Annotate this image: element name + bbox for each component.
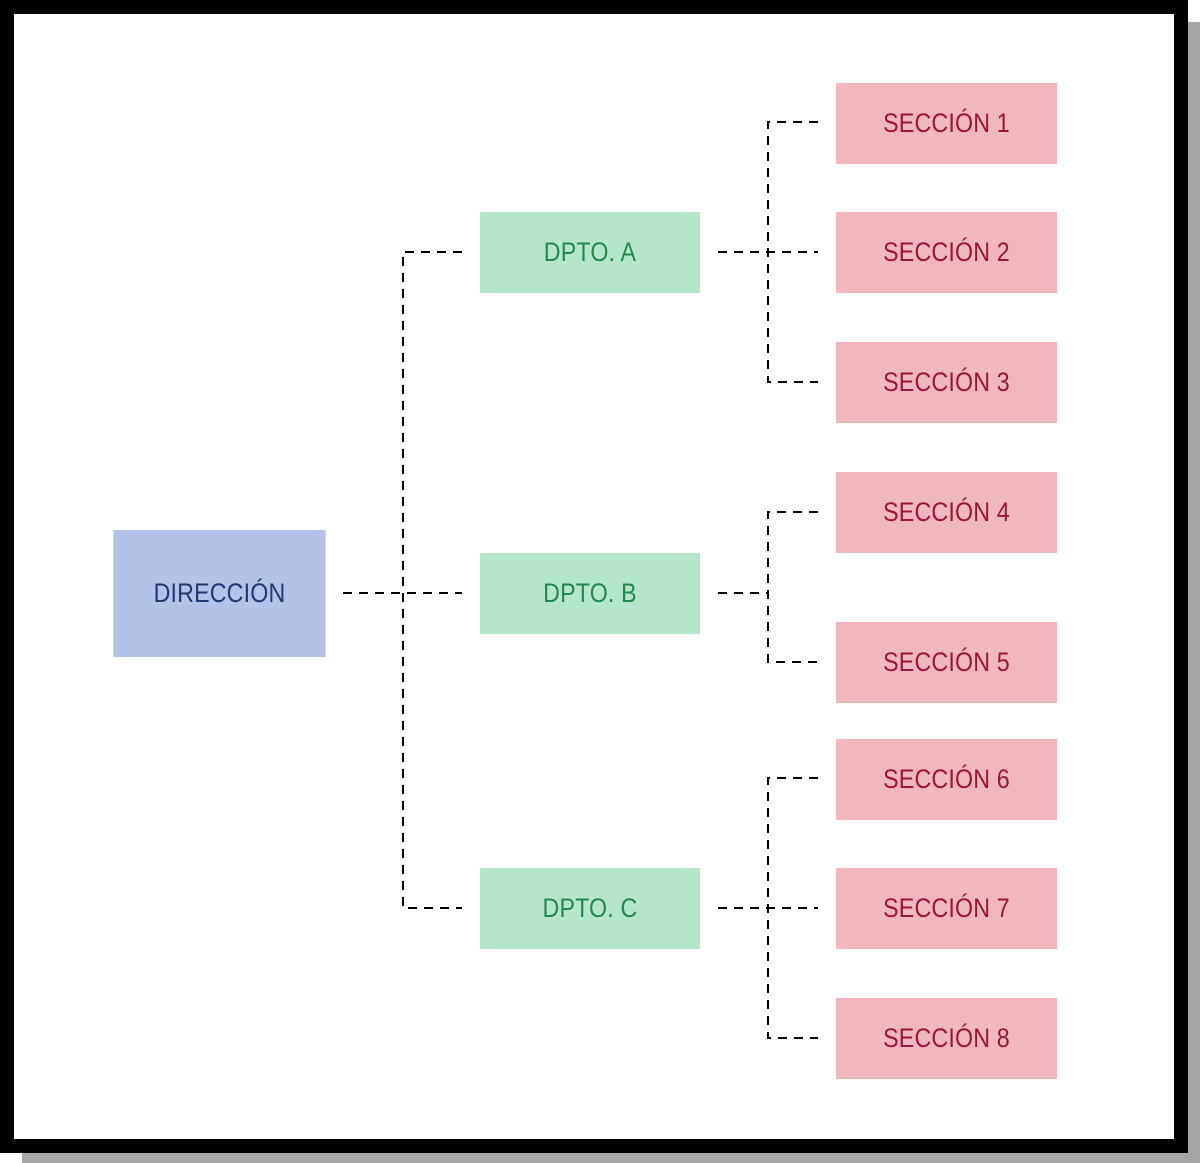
section-label: SECCIÓN 2: [883, 237, 1010, 267]
dept-label: DPTO. C: [542, 893, 638, 923]
root-label: DIRECCIÓN: [153, 578, 286, 608]
root-node-direccion: DIRECCIÓN: [113, 530, 326, 657]
dept-node-a: DPTO. A: [479, 212, 701, 293]
connector-dept-b-sections: [767, 511, 818, 663]
section-node-7: SECCIÓN 7: [835, 868, 1058, 949]
dept-node-b: DPTO. B: [479, 553, 701, 634]
section-node-8: SECCIÓN 8: [835, 998, 1058, 1079]
dept-label: DPTO. B: [543, 578, 637, 608]
section-label: SECCIÓN 4: [883, 497, 1010, 527]
dept-node-c: DPTO. C: [479, 868, 701, 949]
section-node-2: SECCIÓN 2: [835, 212, 1058, 293]
section-label: SECCIÓN 8: [883, 1023, 1010, 1053]
section-label: SECCIÓN 7: [883, 893, 1010, 923]
section-label: SECCIÓN 1: [883, 108, 1010, 138]
dept-label: DPTO. A: [543, 237, 637, 267]
section-label: SECCIÓN 6: [883, 764, 1010, 794]
section-node-4: SECCIÓN 4: [835, 472, 1058, 553]
section-label: SECCIÓN 5: [883, 647, 1010, 677]
connector-trunk-depts: [402, 251, 462, 909]
connector-dept-a-sections: [767, 121, 818, 383]
section-node-6: SECCIÓN 6: [835, 739, 1058, 820]
section-node-1: SECCIÓN 1: [835, 83, 1058, 164]
section-label: SECCIÓN 3: [883, 367, 1010, 397]
section-node-5: SECCIÓN 5: [835, 622, 1058, 703]
section-node-3: SECCIÓN 3: [835, 342, 1058, 423]
connector-dept-c-sections: [767, 777, 818, 1039]
